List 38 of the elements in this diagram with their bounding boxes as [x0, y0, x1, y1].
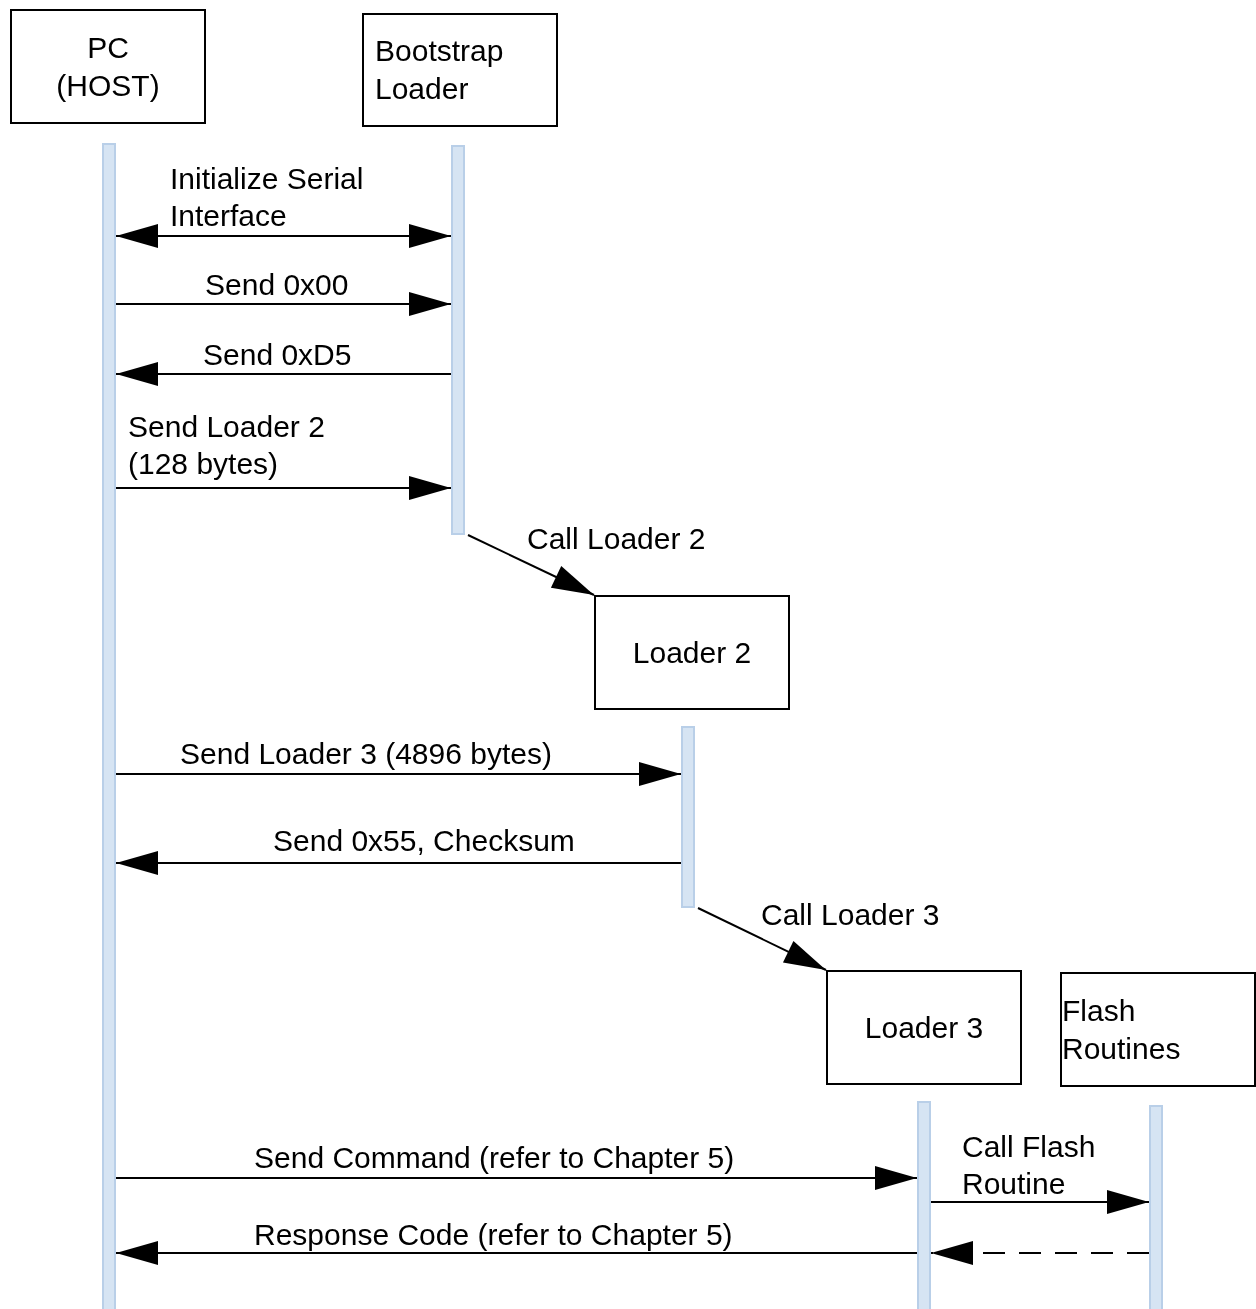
activation-bar	[917, 1101, 931, 1309]
edge-label: Send Loader 3 (4896 bytes)	[180, 736, 552, 772]
edge-label: Call Loader 3	[761, 897, 940, 933]
edge-label: Send 0x55, Checksum	[273, 823, 575, 859]
participant-label: Loader 3	[864, 1009, 984, 1046]
arrow	[697, 907, 827, 971]
participant-box	[1060, 972, 1256, 1087]
edge-label: Send Loader 2 (128 bytes)	[128, 409, 326, 482]
participant-label: Bootstrap Loader	[375, 33, 505, 107]
activation-bar	[451, 145, 465, 535]
edge-label: Send 0xD5	[203, 337, 352, 373]
arrow	[115, 762, 682, 786]
arrow	[115, 362, 452, 386]
activation-bar	[1149, 1105, 1163, 1309]
arrow	[930, 1190, 1150, 1214]
arrow	[930, 1241, 1150, 1265]
participant-label: Flash Routines	[1062, 992, 1182, 1067]
arrow	[115, 1166, 918, 1190]
activation-bar	[681, 726, 695, 908]
participant-box	[362, 13, 558, 127]
arrow	[115, 224, 452, 248]
edge-label: Call Loader 2	[527, 521, 706, 557]
arrow	[115, 1241, 918, 1265]
participant-box	[826, 970, 1022, 1085]
edge-label: Call Flash Routine	[962, 1129, 1097, 1202]
arrow	[115, 292, 452, 316]
arrow	[115, 851, 682, 875]
participant-box	[10, 9, 206, 124]
participant-box	[594, 595, 790, 710]
participant-label: PC (HOST)	[55, 29, 161, 104]
edge-label: Send 0x00	[205, 267, 349, 303]
edge-label: Response Code (refer to Chapter 5)	[254, 1217, 733, 1253]
edge-label: Send Command (refer to Chapter 5)	[254, 1140, 735, 1176]
edge-label: Initialize Serial Interface	[170, 161, 365, 234]
activation-bar	[102, 143, 116, 1309]
arrow	[115, 476, 452, 500]
arrow	[467, 534, 595, 596]
participant-label: Loader 2	[632, 634, 752, 671]
